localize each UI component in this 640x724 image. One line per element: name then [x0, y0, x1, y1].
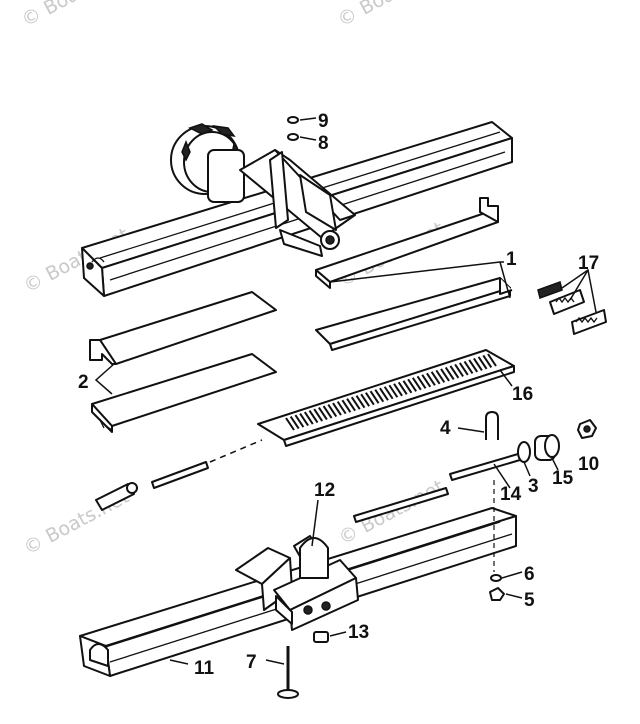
upper-carriage-assembly: [81, 121, 513, 297]
rack-tooth: [294, 414, 305, 428]
rack-tooth: [402, 380, 413, 394]
rack-tooth: [416, 375, 427, 389]
rack-tooth: [313, 408, 324, 422]
rack-tooth: [289, 415, 300, 430]
rack-tooth: [444, 366, 455, 380]
rack-tooth: [482, 354, 493, 369]
callout-3: 3: [528, 476, 539, 497]
rack-tooth: [369, 390, 380, 404]
nut-part-5: [489, 587, 523, 601]
rack-tooth: [379, 387, 389, 401]
long-rod: [353, 480, 495, 572]
u-bolt-part-4: [457, 411, 499, 440]
rack-tooth: [440, 368, 450, 382]
plates-part-2: [89, 291, 277, 433]
callout-14: 14: [500, 484, 522, 505]
rack-tooth: [346, 398, 356, 412]
rack-tooth: [421, 374, 432, 388]
washer-part-6: [490, 571, 523, 582]
plates-part-1: [315, 197, 513, 351]
rack-tooth: [487, 353, 497, 367]
rack-tooth: [365, 392, 375, 406]
rack-tooth: [407, 378, 417, 392]
callout-16: 16: [512, 384, 533, 405]
rack-tooth: [435, 369, 446, 383]
rack-tooth: [449, 365, 460, 379]
brackets-part-17: [537, 268, 607, 335]
nut-part-10: [577, 419, 597, 439]
bushing-part-15: [534, 434, 560, 471]
rack-tooth: [426, 372, 436, 386]
rack-tooth: [303, 411, 314, 425]
rack-tooth: [393, 383, 403, 397]
rack-tooth: [341, 399, 352, 413]
washer-part-3: [517, 441, 531, 477]
callout-15: 15: [552, 468, 574, 489]
rod-part-14: [449, 453, 521, 489]
rack-tooth: [318, 407, 328, 421]
callout-7: 7: [246, 652, 257, 673]
callout-11: 11: [194, 658, 215, 679]
rack-tooth: [430, 371, 441, 385]
callout-4: 4: [440, 418, 451, 439]
screw-part-13: [313, 631, 347, 643]
carriage-block-part-12: [235, 499, 359, 631]
rack-tooth: [463, 360, 474, 374]
rack-tooth: [308, 410, 319, 424]
rack-tooth: [336, 401, 347, 415]
rack-tooth: [360, 393, 370, 407]
callout-2: 2: [78, 372, 89, 393]
rack-tooth: [327, 404, 338, 418]
rack-tooth: [477, 356, 488, 370]
rack-tooth: [454, 363, 464, 377]
callout-1: 1: [506, 249, 517, 270]
rack-tooth: [412, 377, 422, 391]
rack-tooth: [383, 386, 394, 400]
rack-tooth: [388, 384, 399, 398]
callout-10: 10: [578, 454, 599, 475]
callout-5: 5: [524, 590, 535, 611]
rack-tooth: [473, 357, 483, 372]
rack-strip-part-16: [257, 349, 515, 447]
rack-tooth: [299, 412, 309, 427]
rack-tooth: [332, 402, 342, 416]
rack-tooth: [374, 389, 385, 403]
callout-13: 13: [348, 622, 369, 643]
callout-9: 9: [318, 111, 329, 132]
callout-12: 12: [314, 480, 335, 501]
rack-tooth: [285, 417, 295, 431]
fastener-9: [287, 116, 317, 124]
rack-tooth: [322, 405, 333, 419]
rack-tooth: [468, 359, 479, 373]
callout-8: 8: [318, 133, 329, 154]
callout-17: 17: [578, 253, 599, 274]
callout-6: 6: [524, 564, 535, 585]
callouts: 9 8 1 17 2 16 4 10 15 3 14 12 6 5 13 7 1…: [78, 111, 599, 679]
fastener-8: [287, 133, 317, 141]
bolt-part-7: [265, 646, 299, 699]
shaft-and-pin: [95, 439, 263, 511]
rack-tooth: [397, 381, 408, 395]
rack-tooth: [458, 362, 469, 376]
rack-tooth: [350, 396, 361, 410]
rack-tooth: [355, 395, 366, 409]
